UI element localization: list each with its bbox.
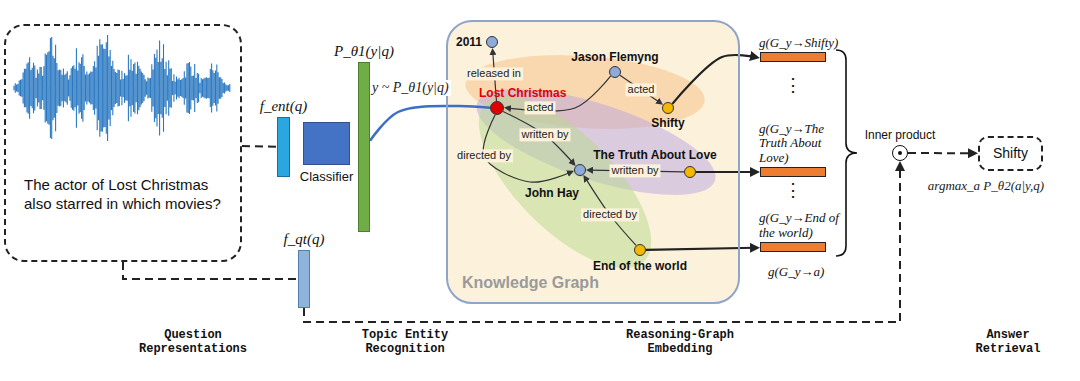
node-text: Shifty [651, 116, 684, 130]
node-text: The actor of Lost Christmas also starred… [24, 176, 228, 214]
entity-node: End of the world [634, 244, 646, 256]
node-text: End of the world [593, 259, 687, 273]
node-text: f_qt(q) [284, 231, 325, 248]
connector [503, 111, 573, 163]
node-text: Shifty [993, 145, 1028, 162]
stage-label: Answer Retrieval [952, 328, 1064, 357]
node-text: P_θ1(y|q) [334, 43, 394, 60]
connector [242, 145, 277, 148]
node-text: John Hay [525, 186, 579, 200]
ellipsis-mark: ⋮ [784, 181, 802, 199]
connector-label: released in [465, 67, 523, 80]
node-text: Jason Flemyng [571, 50, 658, 64]
connector [370, 106, 490, 141]
inner-product-node: Inner product [892, 145, 908, 161]
connector [908, 152, 973, 154]
graph-embedding-bar: g(G_y→The Truth About Love) [760, 167, 826, 177]
node-text: Knowledge Graph [462, 274, 599, 292]
speech-waveform [14, 35, 230, 141]
panel-fill [447, 21, 739, 303]
entity-node: Lost Christmas [490, 101, 504, 115]
connector-label: acted [626, 83, 657, 96]
node-text: The Truth About Love [593, 148, 717, 162]
answer-box: Shifty [978, 136, 1043, 171]
connector-label: directed by [455, 149, 513, 162]
entity-node: Shifty [662, 102, 674, 114]
connector-label: acted [525, 101, 556, 114]
node-text: g(G_y→End of the world) [759, 211, 839, 240]
connector [696, 171, 755, 173]
connector-label: directed by [581, 208, 639, 221]
node-text: Classifier [300, 169, 353, 184]
entity-node: 2011 [486, 36, 498, 48]
connector-label: written by [519, 128, 570, 141]
stage-label: Topic Entity Recognition [349, 328, 461, 357]
probability-bar: P_θ1(y|q) [358, 62, 370, 232]
connector-label: y ~ P_θ1(y|q) [370, 80, 451, 96]
embedding-label: g(G_y→a) [768, 264, 824, 280]
node-text: g(G_y→The Truth About Love) [759, 122, 839, 165]
waveform-path [14, 35, 230, 141]
node-text: 2011 [456, 35, 482, 49]
graph-embedding-bar: g(G_y→End of the world) [760, 242, 826, 252]
connector [672, 55, 755, 104]
entity-node: The Truth About Love [684, 166, 696, 178]
question-box: The actor of Lost Christmas also starred… [4, 24, 242, 262]
stage-label: Question Representations [137, 328, 249, 357]
question-embedding-bar: f_ent(q) [277, 117, 290, 177]
node-text: f_ent(q) [260, 98, 307, 115]
entity-node: John Hay [574, 164, 586, 176]
node-text: Lost Christmas [479, 86, 566, 100]
inner-product-dot [898, 151, 902, 155]
connector [304, 166, 900, 322]
classifier-box: Classifier [303, 122, 350, 165]
stage-label: Reasoning-Graph Embedding [624, 328, 736, 357]
connector [123, 262, 298, 279]
graph-embedding-bar: g(G_y→Shifty) [760, 52, 826, 62]
node-text: g(G_y→Shifty) [759, 36, 839, 50]
curly-bracket [836, 50, 857, 256]
entity-node: Jason Flemyng [609, 66, 621, 78]
connector [620, 75, 660, 102]
node-text: Inner product [865, 128, 936, 142]
question-representation-bar: f_qt(q) [298, 250, 310, 308]
connector-label: argmax_a P_θ2(a|y,q) [926, 178, 1046, 194]
connector-label: written by [609, 164, 660, 177]
ellipsis-mark: ⋮ [784, 76, 802, 94]
